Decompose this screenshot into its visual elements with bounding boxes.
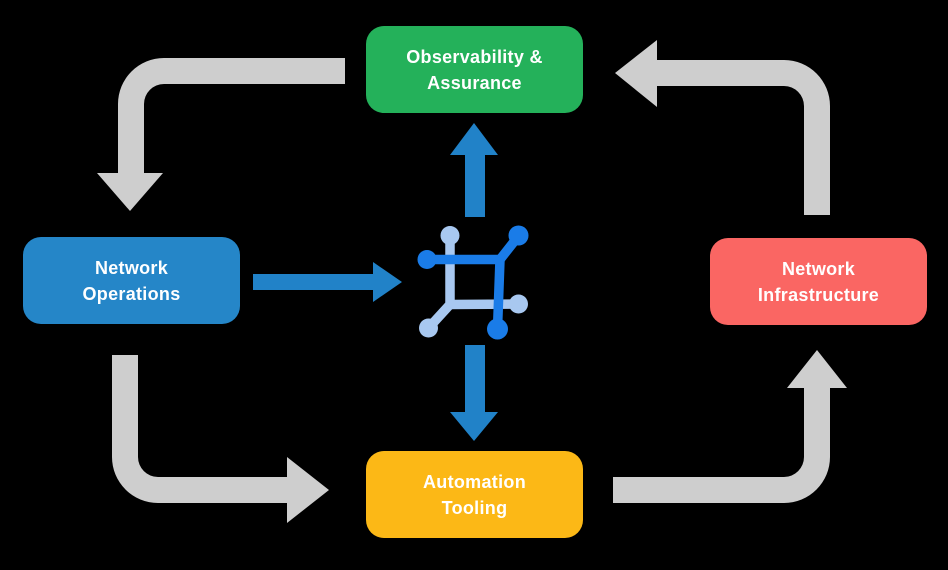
node-tooling-label-line1: Automation: [423, 471, 526, 492]
arrow-infrastructure-to-observability: [615, 40, 830, 215]
node-operations-label-line2: Operations: [82, 283, 181, 304]
arrow-icon-to-tooling: [450, 345, 498, 441]
network-fabric-icon: [417, 225, 529, 340]
node-network-infrastructure: Network Infrastructure: [710, 238, 927, 325]
node-observability-label-line1: Observability &: [406, 46, 543, 67]
arrow-observability-to-operations: [97, 58, 345, 211]
arrow-operations-to-icon: [253, 262, 402, 302]
node-tooling-label-line2: Tooling: [441, 497, 508, 518]
node-infrastructure-label-line1: Network: [781, 258, 856, 279]
node-automation-tooling: Automation Tooling: [366, 451, 583, 538]
node-observability-assurance: Observability & Assurance: [366, 26, 583, 113]
node-network-operations: Network Operations: [23, 237, 240, 324]
node-operations-label-line1: Network: [94, 257, 169, 278]
arrow-tooling-to-infrastructure: [613, 350, 847, 503]
network-fabric-icon-dark-part: [417, 225, 529, 340]
node-infrastructure-label-line2: Infrastructure: [757, 284, 880, 305]
node-observability-label-line2: Assurance: [427, 72, 522, 93]
arrow-icon-to-observability: [450, 123, 498, 217]
arrow-operations-to-tooling: [112, 355, 329, 523]
